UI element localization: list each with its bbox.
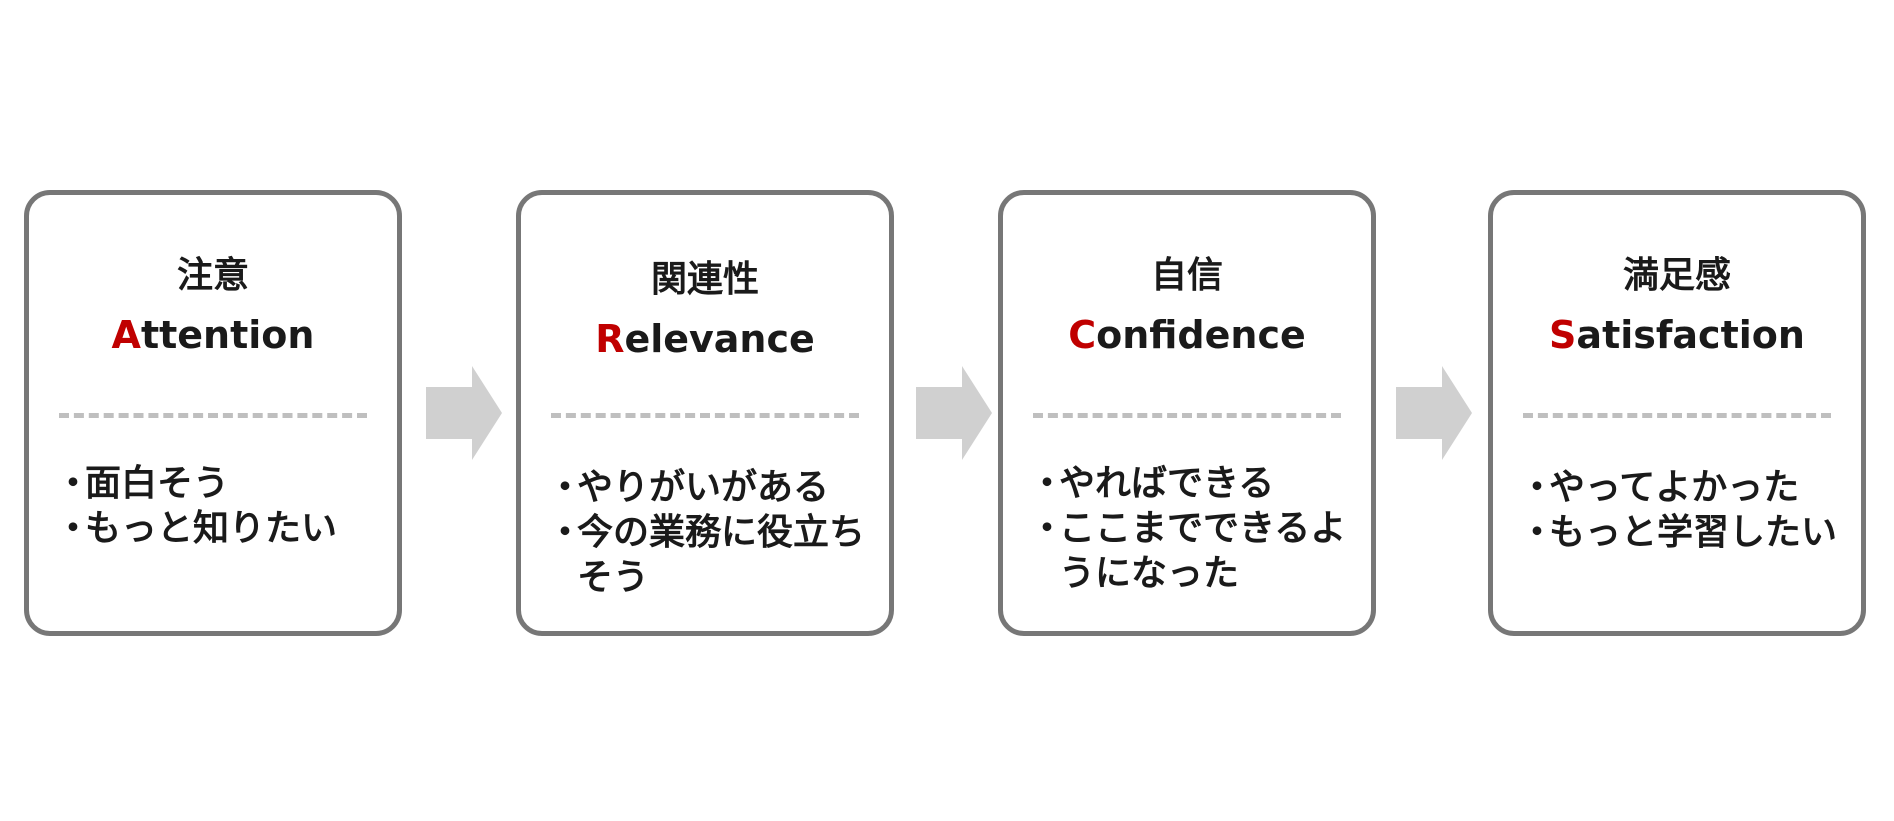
bullet-text: もっと知りたい [85, 508, 338, 549]
card-header: 注意 Attention [29, 251, 397, 363]
card-english-term: Satisfaction [1493, 307, 1861, 363]
card-title: 満足感 [1622, 255, 1731, 296]
bullet-item: ・やってよかった [1519, 465, 1853, 510]
term-rest: elevance [624, 317, 815, 361]
arrow-shape [1396, 366, 1472, 460]
dashed-divider [1523, 413, 1831, 418]
term-initial: R [595, 317, 625, 361]
card-relevance: 関連性 Relevance ・やりがいがある ・今の業務に役立ちそう [516, 190, 894, 636]
card-attention: 注意 Attention ・面白そう ・もっと知りたい [24, 190, 402, 636]
card-title: 関連性 [650, 259, 759, 300]
bullet-text: 面白そう [85, 463, 230, 504]
bullet-dot: ・ [1029, 508, 1066, 549]
bullet-dot: ・ [55, 463, 92, 504]
bullet-item: ・やりがいがある [547, 465, 881, 510]
bullet-text: やればできる [1059, 463, 1275, 504]
bullet-text: ここまでできるようになった [1059, 508, 1347, 594]
bullet-dot: ・ [1029, 463, 1066, 504]
card-confidence: 自信 Confidence ・やればできる ・ここまでできるようになった [998, 190, 1376, 636]
card-header: 自信 Confidence [1003, 251, 1371, 363]
term-rest: atisfaction [1576, 313, 1805, 357]
term-rest: ttention [140, 313, 315, 357]
card-satisfaction: 満足感 Satisfaction ・やってよかった ・もっと学習したい [1488, 190, 1866, 636]
arrow-right-icon [426, 366, 502, 460]
card-english-term: Relevance [521, 311, 889, 367]
arrow-right-icon [916, 366, 992, 460]
card-title: 注意 [176, 255, 249, 296]
bullet-item: ・もっと知りたい [55, 506, 389, 551]
dashed-divider [1033, 413, 1341, 418]
dashed-divider [59, 413, 367, 418]
dashed-divider [551, 413, 859, 418]
bullet-text: 今の業務に役立ちそう [577, 512, 866, 598]
bullet-dot: ・ [1519, 512, 1556, 553]
bullet-dot: ・ [547, 512, 584, 553]
bullet-text: やってよかった [1549, 467, 1800, 508]
bullet-text: やりがいがある [577, 467, 830, 508]
card-english-term: Attention [29, 307, 397, 363]
term-initial: C [1068, 313, 1097, 357]
arrow-shape [916, 366, 992, 460]
bullet-list: ・やればできる ・ここまでできるようになった [1029, 461, 1363, 596]
bullet-dot: ・ [1519, 467, 1556, 508]
card-header: 関連性 Relevance [521, 255, 889, 367]
bullet-list: ・やってよかった ・もっと学習したい [1519, 465, 1853, 555]
bullet-item: ・今の業務に役立ちそう [547, 510, 881, 600]
bullet-dot: ・ [55, 508, 92, 549]
bullet-item: ・もっと学習したい [1519, 510, 1853, 555]
term-initial: A [111, 313, 141, 357]
term-rest: onfidence [1096, 313, 1306, 357]
bullet-list: ・面白そう ・もっと知りたい [55, 461, 389, 551]
bullet-text: もっと学習したい [1549, 512, 1838, 553]
bullet-item: ・やればできる [1029, 461, 1363, 506]
bullet-item: ・面白そう [55, 461, 389, 506]
card-header: 満足感 Satisfaction [1493, 251, 1861, 363]
bullet-item: ・ここまでできるようになった [1029, 506, 1363, 596]
bullet-dot: ・ [547, 467, 584, 508]
card-title: 自信 [1150, 255, 1223, 296]
term-initial: S [1549, 313, 1577, 357]
arrow-right-icon [1396, 366, 1472, 460]
card-english-term: Confidence [1003, 307, 1371, 363]
bullet-list: ・やりがいがある ・今の業務に役立ちそう [547, 465, 881, 600]
arrow-shape [426, 366, 502, 460]
